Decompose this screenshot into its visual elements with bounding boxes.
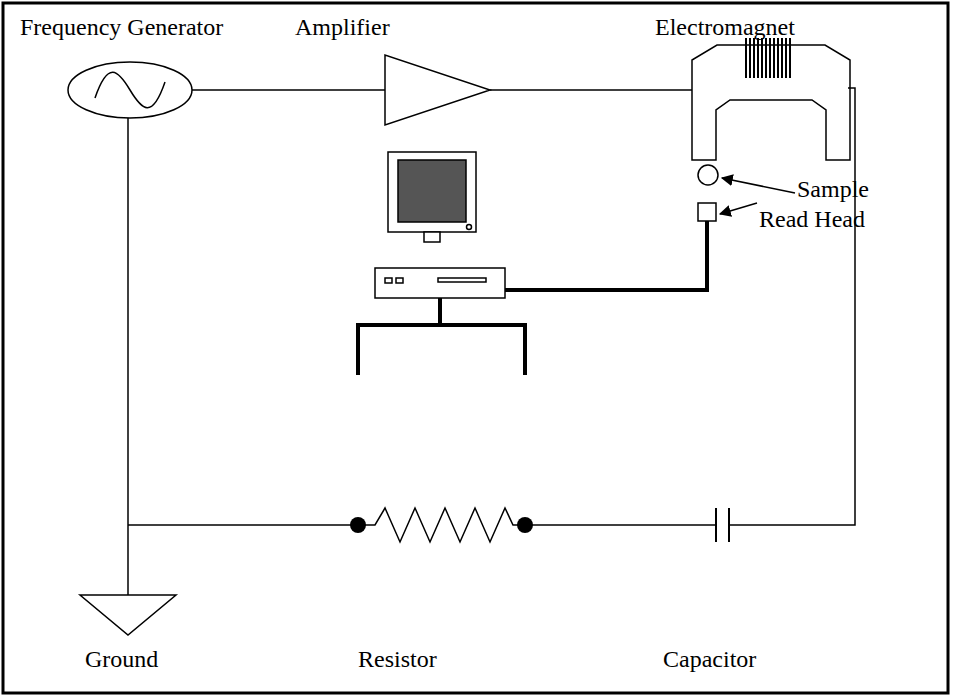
frequency-generator-symbol [68,62,192,118]
sample-label: Sample [797,176,869,202]
ground-symbol [80,595,176,635]
data-wire [358,221,707,375]
leader-line [722,178,795,193]
resistor-symbol [358,508,525,542]
computer-symbol [375,152,505,298]
capacitor-label: Capacitor [663,646,756,672]
resistor-label: Resistor [358,646,437,672]
sample-symbol [698,165,718,185]
wire [128,88,855,595]
electromagnet-symbol [692,38,850,160]
coil-winding [777,38,779,78]
read-head-label: Read Head [759,206,865,232]
coil-winding [761,38,763,78]
frame [3,3,948,693]
coil-winding [789,38,791,78]
ground-label: Ground [85,646,158,672]
coil-winding [781,38,783,78]
coil-winding [773,38,775,78]
coil-winding [749,38,751,78]
terminal-dot [517,517,533,533]
coil-winding [757,38,759,78]
electromagnet-label: Electromagnet [655,14,795,40]
coil-winding [785,38,787,78]
leader-line [720,203,757,214]
generator-label: Frequency Generator [20,14,223,40]
coil-winding [769,38,771,78]
terminal-dot [350,517,366,533]
read-head-symbol [698,203,716,221]
coil-winding [753,38,755,78]
amplifier-symbol [385,55,490,125]
amplifier-label: Amplifier [295,14,390,40]
coil-winding [765,38,767,78]
coil-winding [745,38,747,78]
capacitor-symbol [716,508,729,542]
